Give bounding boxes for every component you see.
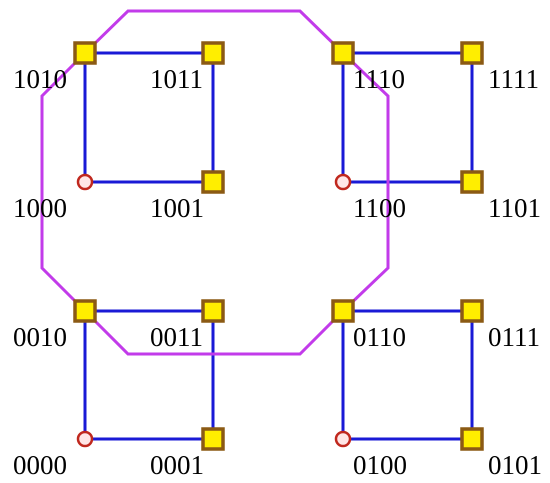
node-0000-circle [76, 430, 94, 448]
node-label-0101: 0101 [488, 450, 542, 480]
node-label-0011: 0011 [150, 322, 203, 352]
node-label-0111: 0111 [488, 322, 540, 352]
node-label-1001: 1001 [150, 193, 204, 223]
node-label-1011: 1011 [150, 64, 203, 94]
node-label-1101: 1101 [488, 193, 541, 223]
node-0111-square [460, 299, 484, 323]
node-1001-square [201, 170, 225, 194]
node-0101-square [460, 427, 484, 451]
node-1010-square [73, 41, 97, 65]
node-label-0010: 0010 [13, 322, 67, 352]
node-label-1110: 1110 [353, 64, 405, 94]
node-1011-square [201, 41, 225, 65]
node-label-0001: 0001 [150, 450, 204, 480]
node-label-1000: 1000 [13, 193, 67, 223]
node-0010-square [73, 299, 97, 323]
node-0011-square [201, 299, 225, 323]
node-0001-square [201, 427, 225, 451]
node-label-0110: 0110 [353, 322, 406, 352]
node-layer [73, 41, 484, 451]
label-layer: 1010 1011 1000 1001 1110 1111 1100 1101 0010 0011… [13, 64, 542, 480]
node-1111-square [460, 41, 484, 65]
node-label-1010: 1010 [13, 64, 67, 94]
edge-layer [83, 51, 474, 441]
node-label-1111: 1111 [488, 64, 539, 94]
node-1110-square [331, 41, 355, 65]
node-1000-circle [76, 173, 94, 191]
node-1100-circle [334, 173, 352, 191]
node-1101-square [460, 170, 484, 194]
node-label-0100: 0100 [353, 450, 407, 480]
node-0100-circle [334, 430, 352, 448]
node-0110-square [331, 299, 355, 323]
node-label-0000: 0000 [13, 450, 67, 480]
node-label-1100: 1100 [353, 193, 406, 223]
